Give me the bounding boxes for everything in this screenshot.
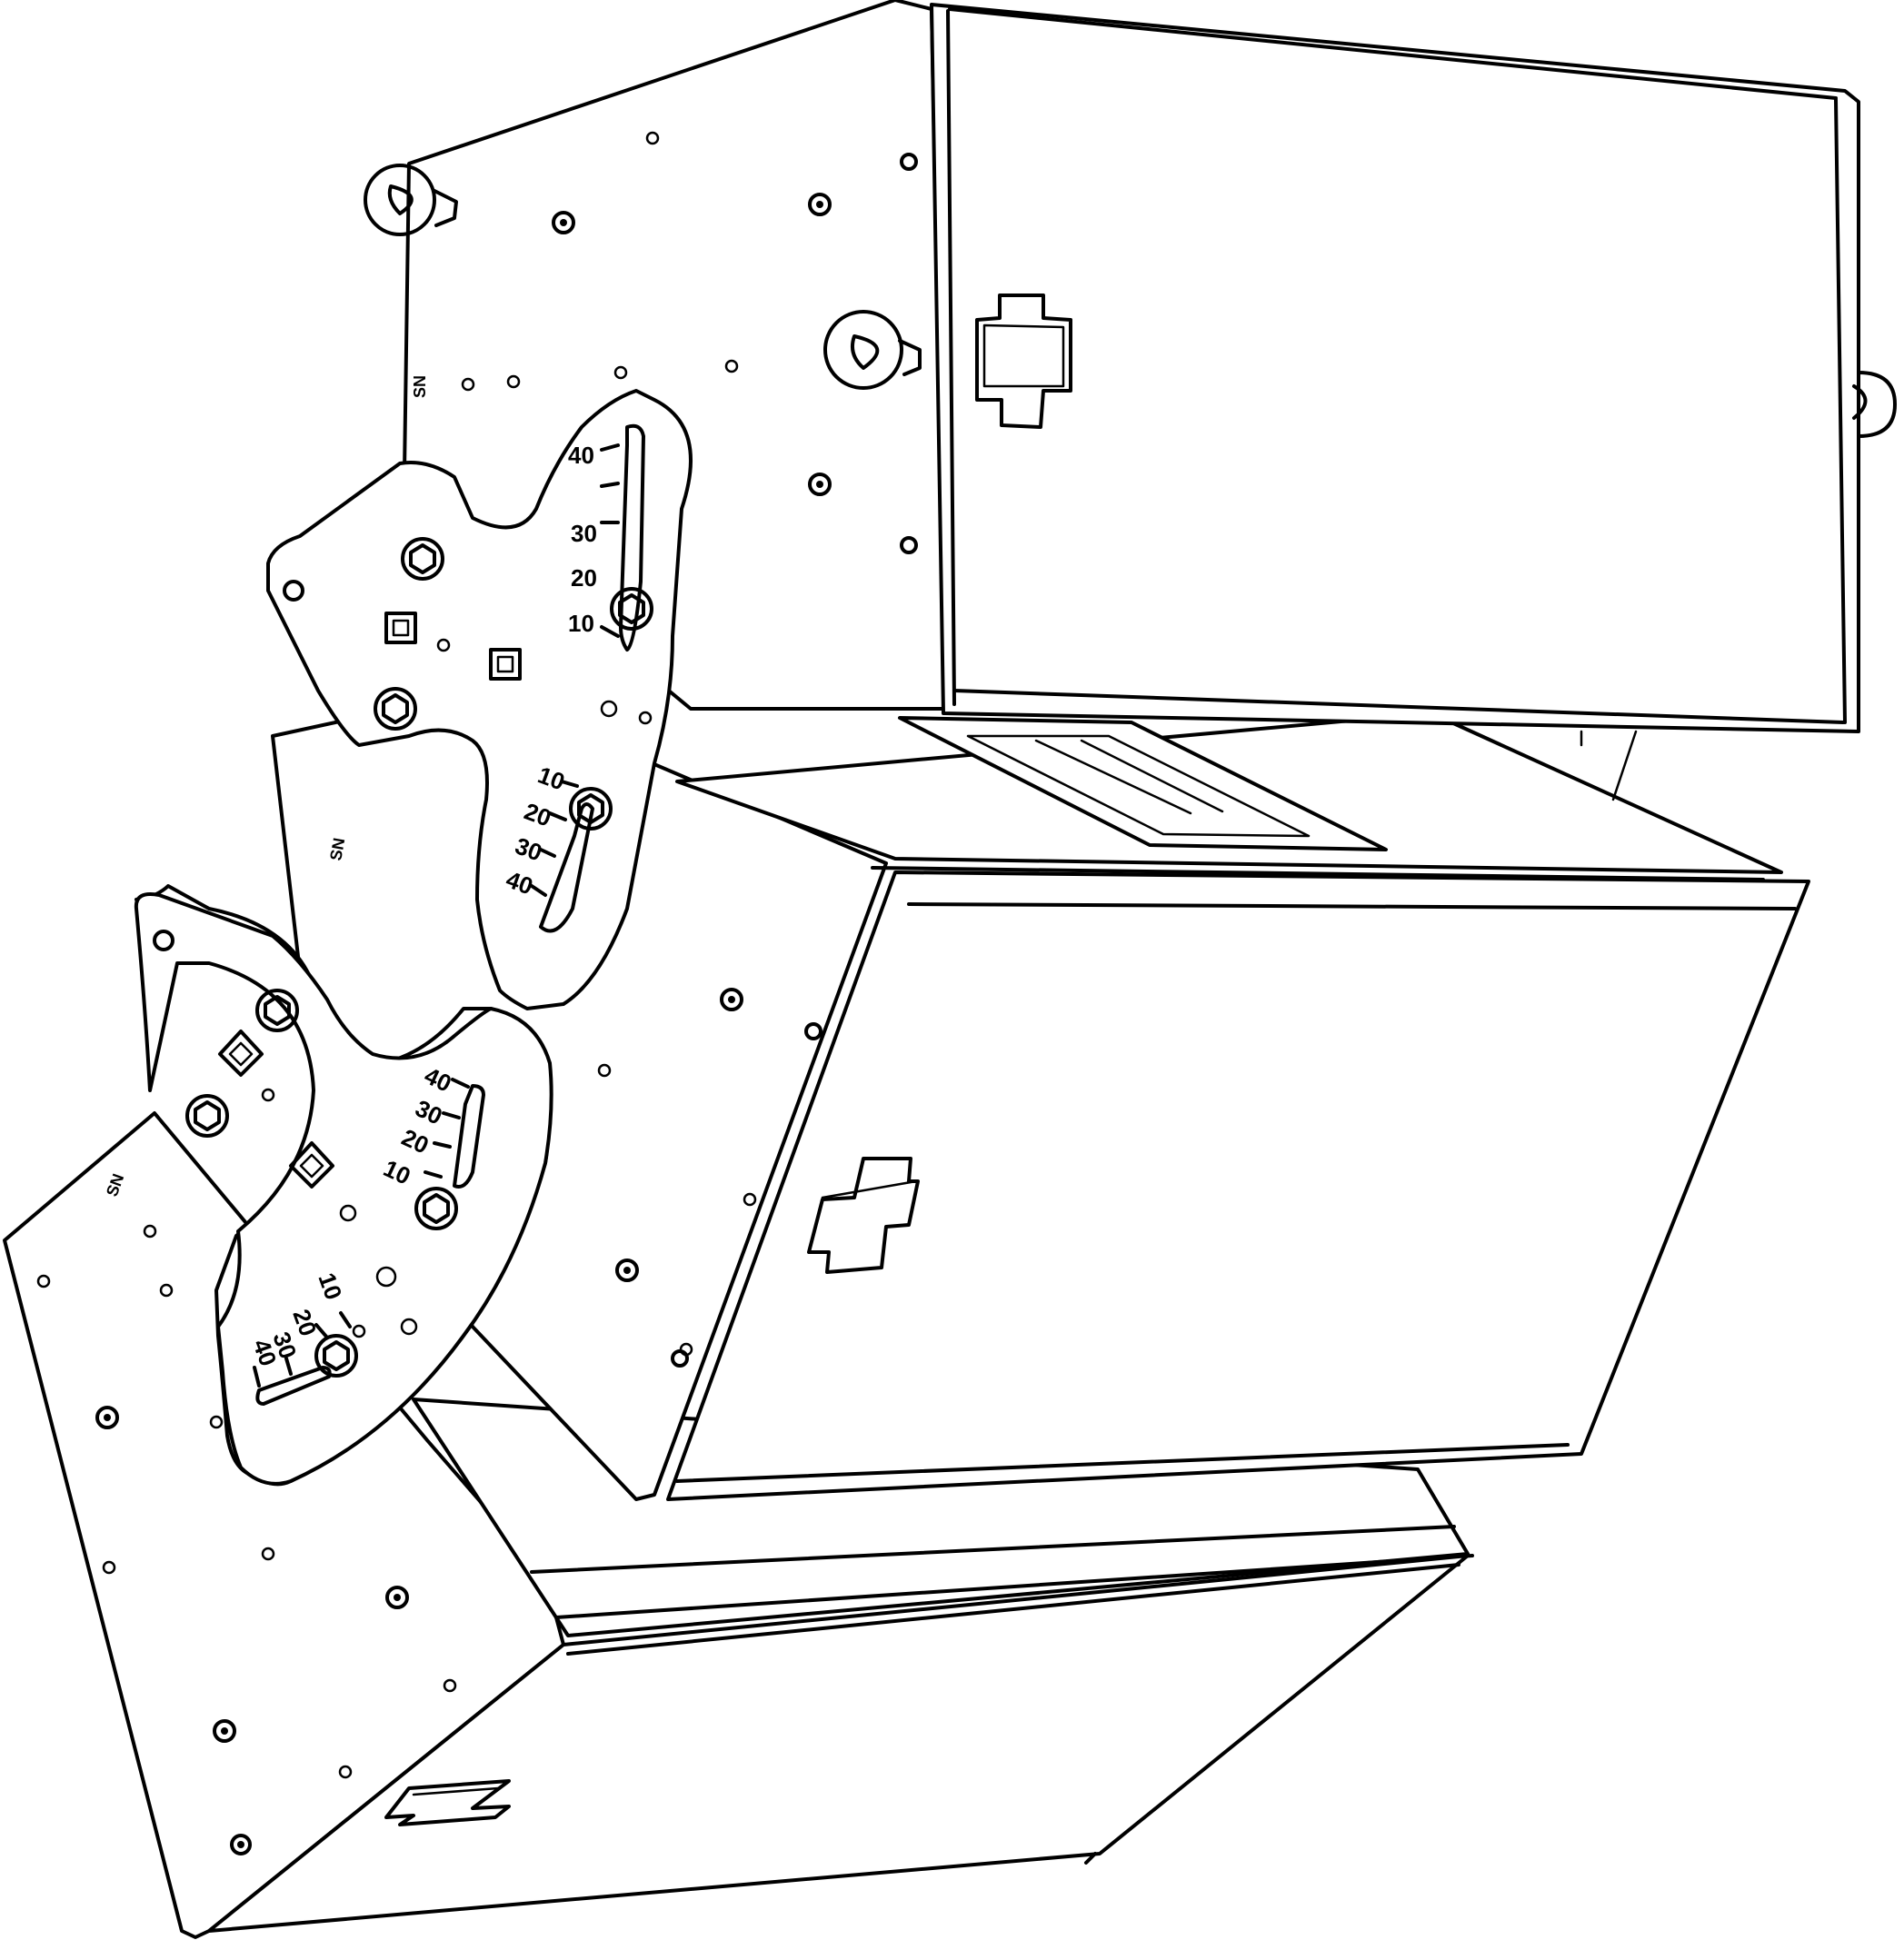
top-side-mark: SN (411, 375, 429, 398)
bottom-handle (384, 1779, 511, 1826)
bottom-module-front-face (207, 1554, 1470, 1933)
lower-rigging-plate: 40 30 20 10 40 30 20 10 (134, 884, 553, 1487)
lower-plate-bolt-4 (314, 1334, 358, 1378)
lower-plate-diamond-stud-1 (218, 1030, 264, 1077)
middle-module (271, 689, 1810, 1501)
middle-handle (807, 1157, 920, 1274)
top-module-grille-slot (898, 716, 1638, 851)
upper-rigging-plate: 40 30 20 10 10 20 30 40 SN (266, 389, 693, 1010)
top-module: SN (364, 0, 1897, 851)
upper-plate-scale-top: 40 30 20 10 (568, 442, 620, 638)
upper-scale-label-40: 40 (568, 442, 594, 469)
middle-module-front-face (666, 871, 1810, 1501)
upper-plate-bolt-1 (401, 537, 444, 581)
top-module-front-face (930, 3, 1860, 733)
lower-plate-bolt-1 (255, 989, 299, 1032)
top-eyebolt-3 (1852, 371, 1897, 438)
top-eyebolt-1 (364, 164, 458, 236)
upper-plate-bottom-slot (539, 802, 594, 933)
upper-plate-bolt-2 (374, 687, 417, 731)
lower-plate-right-slot (453, 1084, 485, 1189)
upper-scale-label-30: 30 (571, 520, 597, 547)
upper-plate-bolt-4 (569, 787, 613, 831)
upper-plate-square-stud-1 (384, 612, 417, 644)
middle-side-mark: SN (326, 837, 348, 862)
top-eyebolt-2 (823, 310, 922, 390)
upper-plate-square-stud-2 (489, 648, 522, 681)
upper-plate-top-slot (619, 423, 645, 652)
lower-plate-bottom-slot (255, 1366, 332, 1406)
upper-scale-label-10: 10 (568, 610, 594, 637)
upper-plate-bolt-3 (610, 587, 653, 631)
top-module-rivets (461, 131, 918, 721)
lower-plate-bolt-3 (414, 1187, 458, 1230)
top-handle (975, 293, 1072, 429)
upper-scale-label-20: 20 (571, 564, 597, 592)
lower-plate-diamond-stud-2 (289, 1141, 334, 1189)
lower-plate-bolt-2 (185, 1094, 229, 1138)
